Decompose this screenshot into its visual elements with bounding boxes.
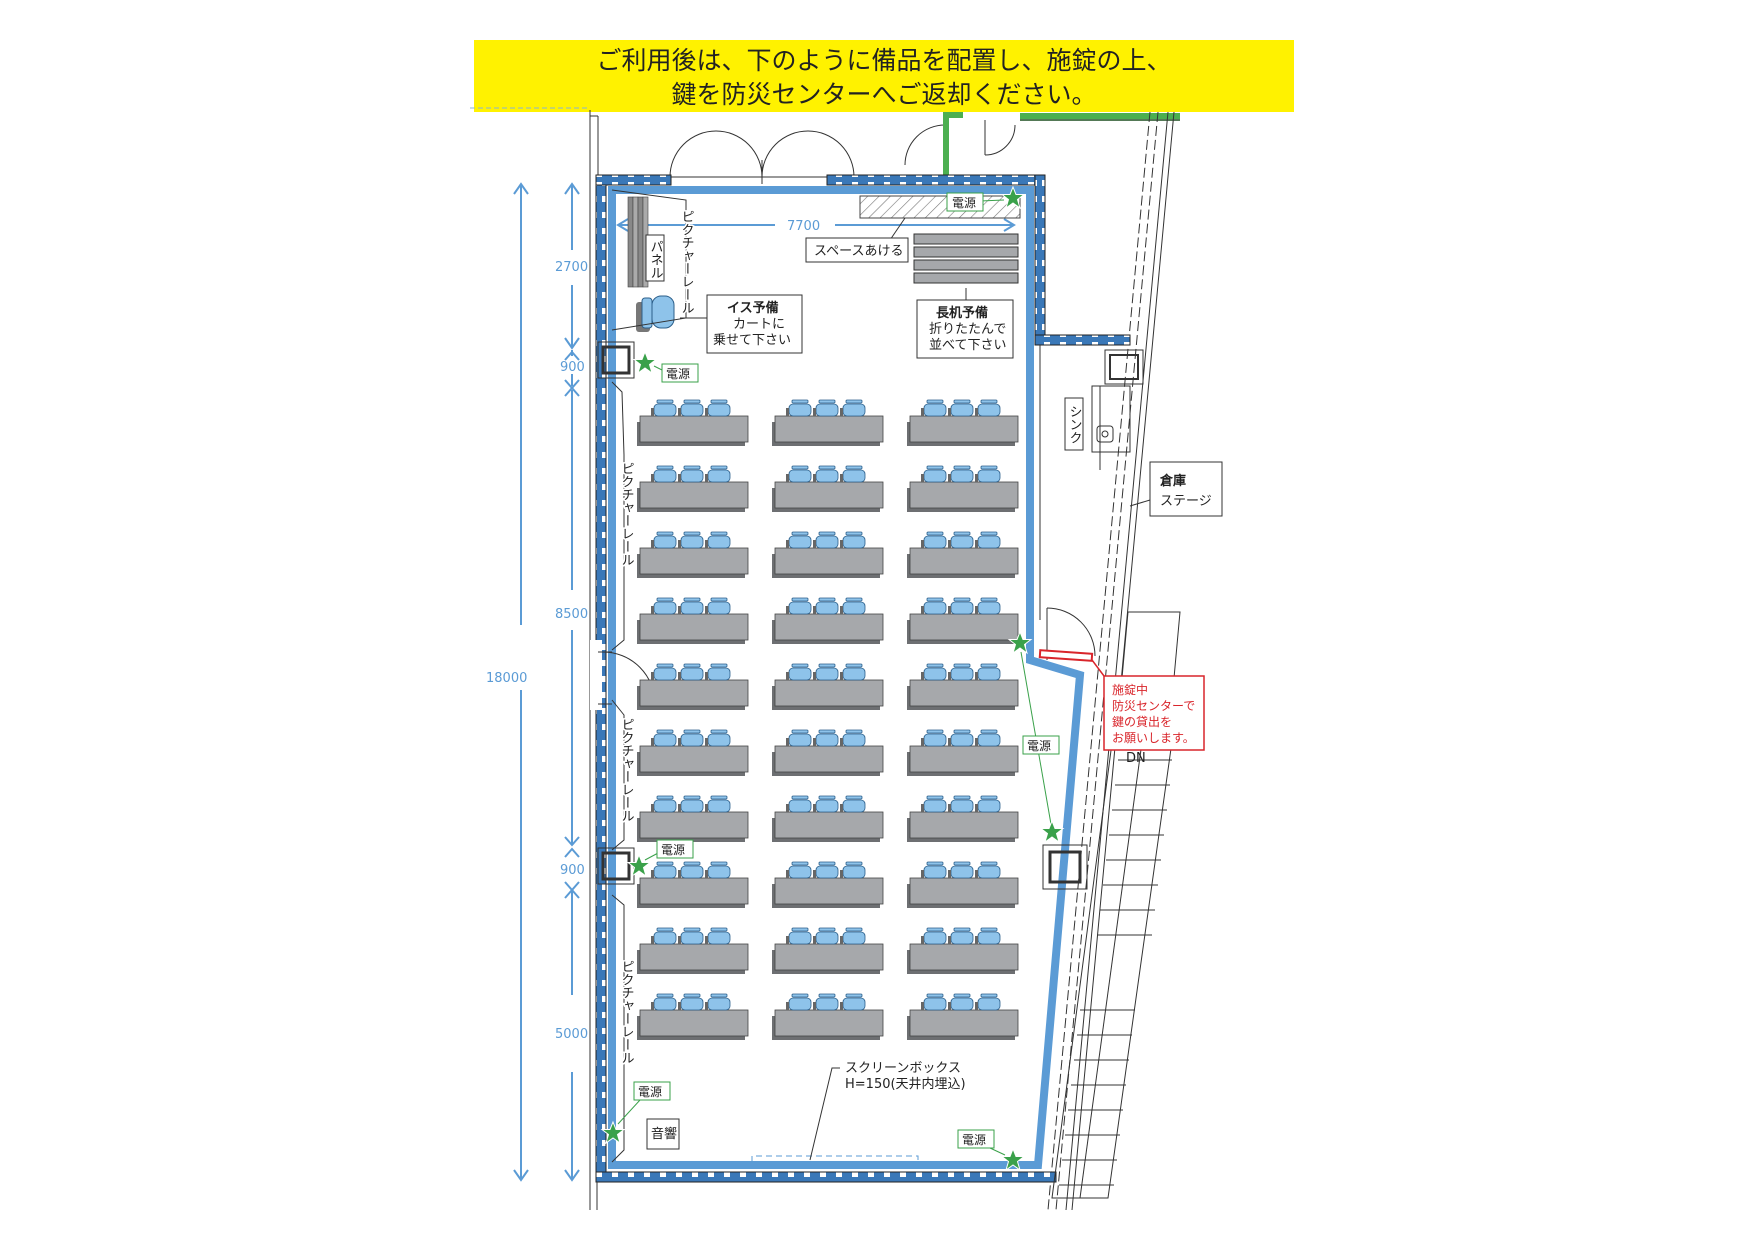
desk-row-1 (637, 400, 1018, 446)
svg-text:電源: 電源 (666, 367, 690, 381)
power-outlet-right-pillar (1040, 820, 1064, 843)
svg-text:防災センターで: 防災センターで (1112, 698, 1195, 713)
panel-label: パネル (645, 234, 665, 282)
dim-900-top: 900 (560, 360, 585, 375)
room-walls (590, 174, 1131, 1183)
reserve-desks (913, 233, 1019, 284)
svg-text:倉庫: 倉庫 (1159, 473, 1186, 489)
svg-text:電源: 電源 (962, 1133, 986, 1147)
panels (627, 196, 649, 288)
desk-row-3 (637, 532, 1018, 578)
picture-rail-bottom: ピクチャーレール (611, 894, 635, 1163)
dim-2700: 2700 (555, 260, 588, 275)
svg-text:鍵の貸出を: 鍵の貸出を (1112, 714, 1172, 729)
svg-text:カートに: カートに (733, 317, 785, 332)
power-outlet-right-door: 電源 (1008, 631, 1060, 831)
space-label: スペースあける (805, 237, 909, 263)
svg-text:電源: 電源 (952, 196, 976, 210)
desk-row-9 (637, 928, 1018, 974)
power-outlet-bottom-left: 電源 (601, 1081, 671, 1144)
svg-text:ピクチャーレール: ピクチャーレール (619, 718, 634, 822)
power-outlet-bottom-right: 電源 (957, 1129, 1025, 1171)
svg-text:イス予備: イス予備 (727, 300, 779, 316)
dimension-labels: 18000 2700 900 8500 900 5000 7700 (486, 219, 820, 1042)
banner-line-1: ご利用後は、下のように備品を配置し、施錠の上、 (596, 46, 1172, 75)
reserve-chairs (636, 295, 675, 332)
locked-door-marker (1038, 649, 1094, 662)
dim-total: 18000 (486, 671, 527, 686)
entrance-doors[interactable] (669, 130, 855, 184)
svg-text:H=150(天井内埋込): H=150(天井内埋込) (845, 1076, 966, 1092)
desk-row-6 (637, 730, 1018, 776)
power-outlet-left-top: 電源 (633, 351, 699, 383)
desk-grid (637, 400, 1018, 1040)
svg-text:スペースあける: スペースあける (814, 244, 903, 259)
svg-text:乗せて下さい: 乗せて下さい (713, 333, 791, 348)
side-door[interactable] (904, 120, 1016, 177)
power-outlet-top-right: 電源 (946, 186, 1025, 212)
svg-text:ステージ: ステージ (1160, 494, 1212, 509)
desk-row-2 (637, 466, 1018, 512)
audio-box: 音響 (646, 1118, 680, 1150)
svg-text:折りたたんで: 折りたたんで (929, 322, 1006, 337)
keep-clear-area (859, 195, 1021, 219)
pillar-right-top (1104, 349, 1144, 385)
picture-rail-middle: ピクチャーレール (611, 381, 635, 651)
sink-label-box: シンク (1064, 397, 1084, 451)
desk-reserve-label: 長机予備 折りたたんで 並べて下さい (916, 299, 1014, 359)
dim-8500: 8500 (555, 607, 588, 622)
svg-text:パネル: パネル (648, 240, 664, 279)
storage-label: 倉庫 ステージ (1129, 461, 1223, 517)
instruction-banner: ご利用後は、下のように備品を配置し、施錠の上、 鍵を防災センターへご返却ください… (474, 40, 1294, 112)
desk-row-8 (637, 862, 1018, 908)
svg-text:並べて下さい: 並べて下さい (929, 338, 1006, 353)
desk-row-4 (637, 598, 1018, 644)
picture-rail-lower: ピクチャーレール (611, 699, 635, 851)
svg-text:ピクチャーレール: ピクチャーレール (619, 462, 634, 566)
screen-box: スクリーンボックス H=150(天井内埋込) (751, 1061, 966, 1162)
banner-line-2: 鍵を防災センターへご返却ください。 (671, 80, 1097, 109)
pillar-right-bottom (1042, 844, 1088, 890)
chair-reserve-label: イス予備 カートに 乗せて下さい (680, 294, 803, 354)
svg-text:電源: 電源 (661, 843, 685, 857)
svg-text:長机予備: 長机予備 (936, 305, 988, 321)
svg-text:電源: 電源 (1027, 739, 1051, 753)
desk-row-5 (637, 664, 1018, 710)
svg-text:お願いします。: お願いします。 (1112, 731, 1195, 745)
sink-counter (1039, 345, 1131, 620)
lock-notice: 施錠中 防災センターで 鍵の貸出を お願いします。 (1091, 659, 1205, 751)
svg-text:ピクチャーレール: ピクチャーレール (619, 960, 634, 1064)
svg-text:スクリーンボックス: スクリーンボックス (845, 1061, 961, 1076)
picture-rail-top: ピクチャーレール (611, 189, 695, 331)
desk-row-10 (637, 994, 1018, 1040)
stairs-down-label: DN (1126, 751, 1146, 766)
svg-text:ピクチャーレール: ピクチャーレール (679, 210, 694, 314)
desk-row-7 (637, 796, 1018, 842)
dimension-lines (513, 182, 1016, 1182)
green-wall (943, 112, 1180, 177)
svg-text:施錠中: 施錠中 (1112, 682, 1148, 697)
room-outline (608, 186, 1085, 1169)
svg-text:電源: 電源 (638, 1085, 662, 1099)
outer-wall-right-slanted (1047, 111, 1175, 1211)
dim-5000: 5000 (555, 1027, 588, 1042)
power-outlet-left-bottom: 電源 (627, 839, 694, 877)
dim-7700: 7700 (787, 219, 820, 234)
dim-900-bottom: 900 (560, 863, 585, 878)
svg-text:シンク: シンク (1067, 405, 1082, 444)
svg-text:音響: 音響 (651, 1126, 677, 1142)
